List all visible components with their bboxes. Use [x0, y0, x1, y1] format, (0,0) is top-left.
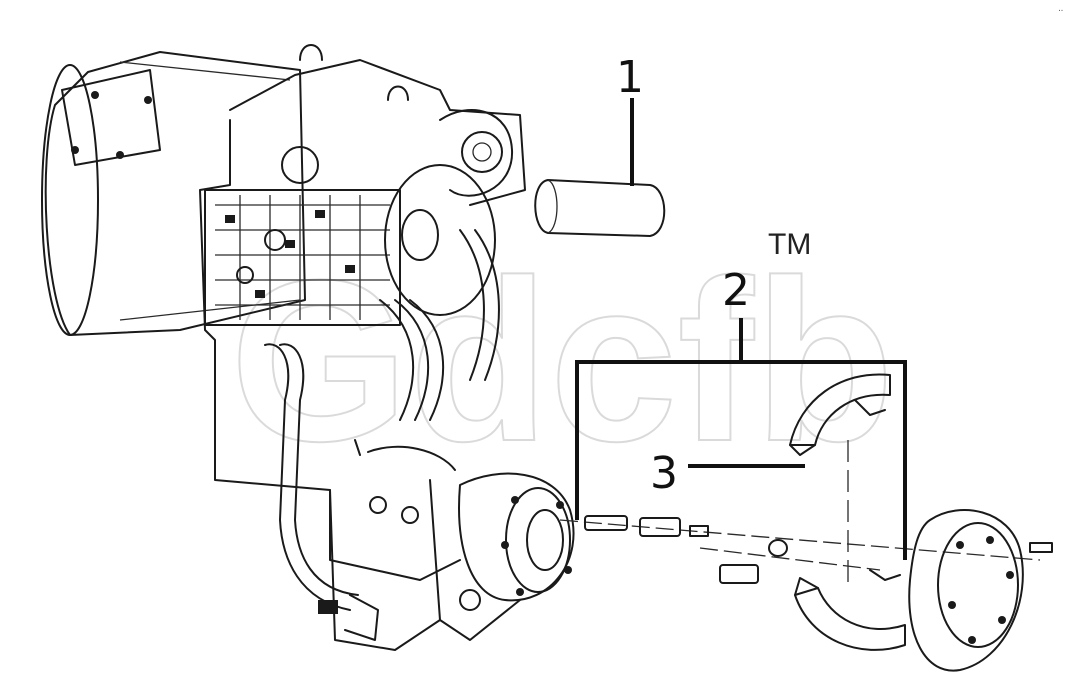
brake-drum-part	[908, 509, 1024, 672]
hardware-parts	[584, 515, 1053, 584]
callout-3: 3	[650, 448, 678, 499]
transmission-housing	[41, 44, 575, 651]
watermark-trademark: TM	[768, 228, 811, 261]
valve-block	[204, 189, 401, 326]
leader-lines	[575, 98, 907, 560]
cylindrical-filter-part	[534, 179, 666, 237]
corner-mark: ᐧᐧ	[1058, 6, 1063, 17]
brake-shoe-part	[789, 373, 906, 651]
callout-2: 2	[722, 265, 750, 316]
callout-1: 1	[616, 52, 644, 103]
